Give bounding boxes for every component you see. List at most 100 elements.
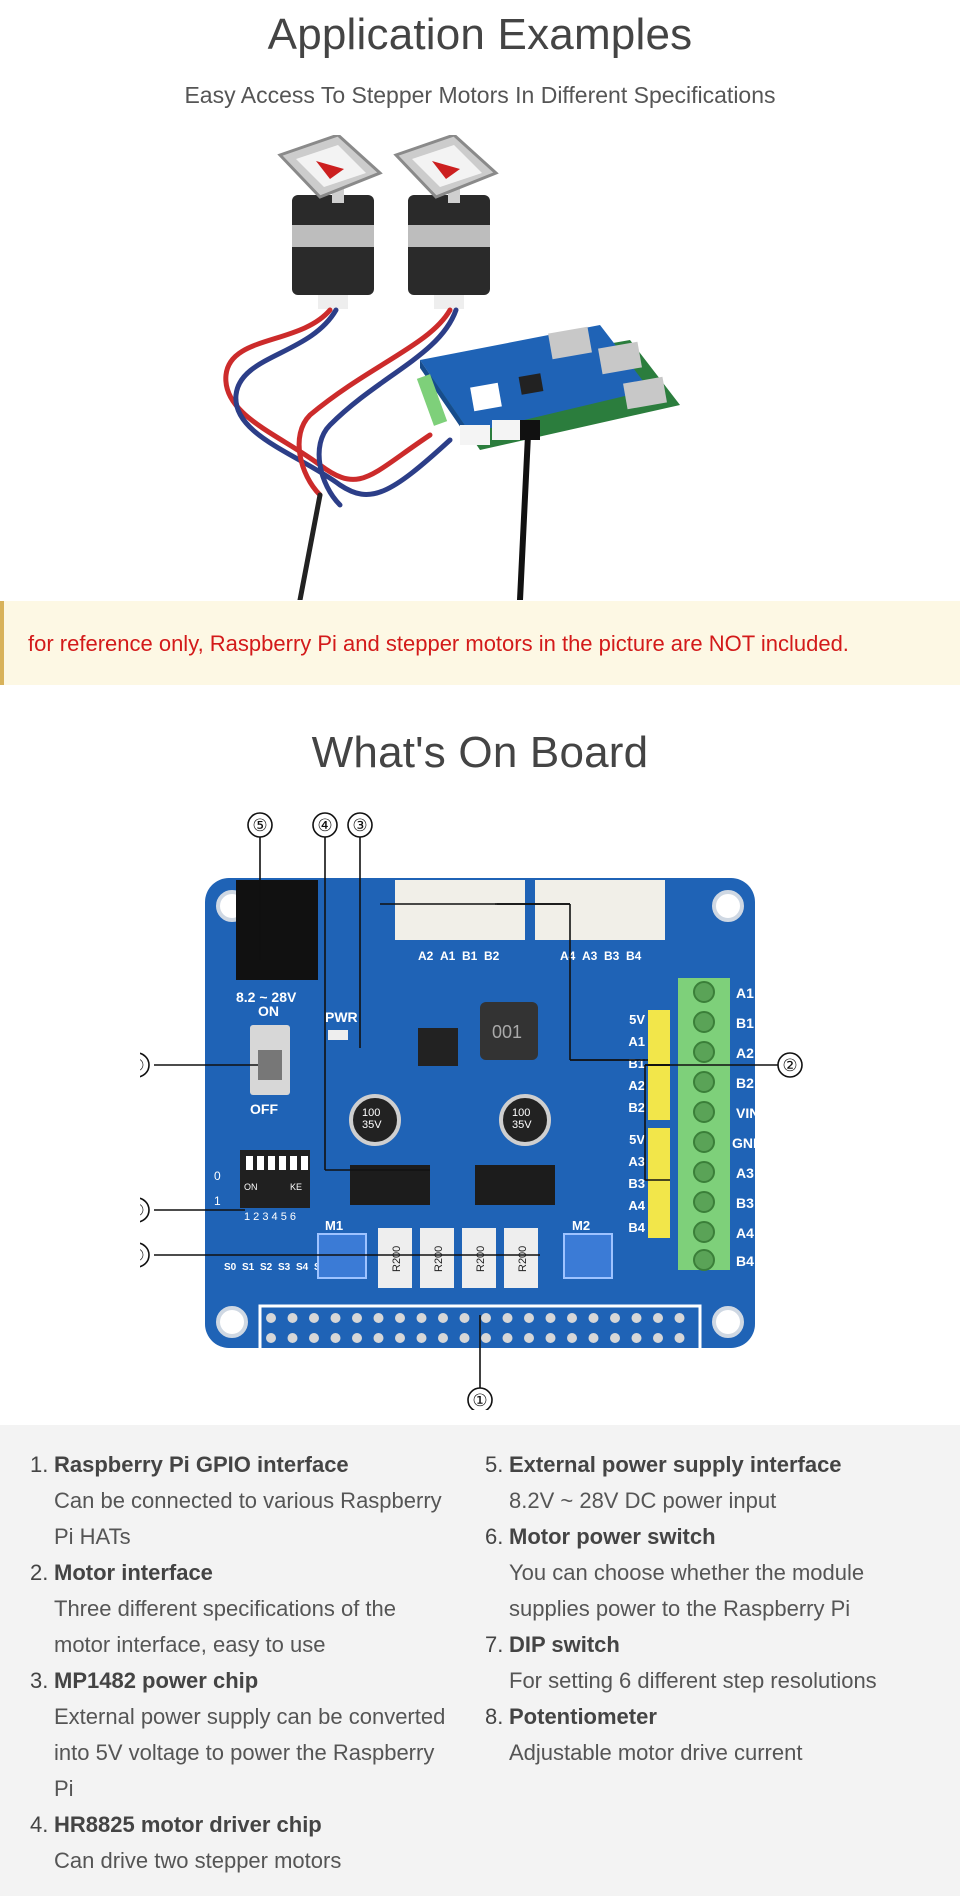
hr8825-chip-left xyxy=(350,1165,430,1205)
m2-label: M2 xyxy=(572,1218,590,1233)
feature-number: 6. xyxy=(485,1524,504,1549)
gpio-pin xyxy=(588,1313,599,1323)
dip-1-label: 1 xyxy=(214,1194,221,1208)
feature-number: 2. xyxy=(30,1560,49,1585)
conn-label: B3 xyxy=(604,949,620,963)
gpio-pin xyxy=(395,1313,405,1323)
stepper-motor-left xyxy=(277,135,383,309)
m1-label: M1 xyxy=(325,1218,343,1233)
terminal-label: B2 xyxy=(736,1075,754,1091)
dip-s-label: S2 xyxy=(260,1262,273,1273)
application-examples-subtitle: Easy Access To Stepper Motors In Differe… xyxy=(184,82,776,108)
callout-3: ③ xyxy=(352,816,367,835)
dip-on-label: ON xyxy=(244,1182,258,1192)
resistor-label: R200 xyxy=(517,1246,529,1272)
gpio-pin xyxy=(266,1313,276,1323)
feature-item: 1. Raspberry Pi GPIO interface Can be co… xyxy=(30,1447,450,1555)
feature-description: Adjustable motor drive current xyxy=(509,1740,803,1765)
gpio-pin xyxy=(524,1333,534,1343)
gpio-pin xyxy=(352,1313,362,1323)
feature-column-left: 1. Raspberry Pi GPIO interface Can be co… xyxy=(30,1447,450,1879)
conn-label: A1 xyxy=(440,949,456,963)
switch-on-label: ON xyxy=(258,1003,279,1019)
whats-on-board-title: What's On Board xyxy=(311,728,649,777)
mp1482-chip xyxy=(418,1028,458,1066)
gpio-pin xyxy=(459,1333,470,1343)
gpio-pin xyxy=(524,1313,534,1323)
feature-name: Motor interface xyxy=(54,1560,213,1585)
application-examples-title: Application Examples xyxy=(267,10,693,59)
header-label: A4 xyxy=(628,1198,645,1213)
gpio-pin xyxy=(653,1313,663,1323)
gpio-pin xyxy=(373,1333,384,1343)
gpio-pin xyxy=(502,1313,513,1323)
terminal-label: B3 xyxy=(736,1195,754,1211)
feature-description: Can drive two stepper motors xyxy=(54,1848,342,1873)
feature-number: 7. xyxy=(485,1632,504,1657)
gpio-pin xyxy=(674,1313,685,1323)
gpio-pin xyxy=(631,1313,642,1323)
resistor-label: R200 xyxy=(433,1246,445,1272)
conn-label: A4 xyxy=(560,949,576,963)
callout-2: ② xyxy=(782,1056,797,1075)
gpio-pin xyxy=(438,1333,448,1343)
feature-item: 7. DIP switch For setting 6 different st… xyxy=(485,1627,905,1699)
potentiometer-m2 xyxy=(563,1233,613,1279)
header-label: B1 xyxy=(628,1056,645,1071)
gpio-pin xyxy=(352,1333,362,1343)
voltage-label: 8.2 ~ 28V xyxy=(236,989,297,1005)
gpio-pin xyxy=(395,1333,405,1343)
gpio-pin xyxy=(588,1333,599,1343)
callout-6: ⑥ xyxy=(140,1056,145,1075)
feature-description: Three different specifications of the mo… xyxy=(54,1596,397,1657)
gpio-pin xyxy=(545,1313,556,1323)
callout-5: ⑤ xyxy=(252,816,267,835)
dip-0-label: 0 xyxy=(214,1169,221,1183)
gpio-pin xyxy=(481,1333,491,1343)
motor-connector-right xyxy=(535,880,665,940)
dip-s-label: S4 xyxy=(296,1262,309,1273)
feature-list: 1. Raspberry Pi GPIO interface Can be co… xyxy=(0,1425,960,1896)
feature-number: 3. xyxy=(30,1668,49,1693)
conn-label: B4 xyxy=(626,949,642,963)
gpio-pin xyxy=(287,1333,298,1343)
conn-label: B2 xyxy=(484,949,500,963)
pin-header-lower xyxy=(648,1128,670,1238)
header-label: B4 xyxy=(628,1220,645,1235)
terminal-label: A2 xyxy=(736,1045,754,1061)
callout-4: ④ xyxy=(317,816,332,835)
reference-notice-text: for reference only, Raspberry Pi and ste… xyxy=(28,631,849,656)
feature-number: 8. xyxy=(485,1704,504,1729)
gpio-pin xyxy=(631,1333,642,1343)
gpio-pin xyxy=(545,1333,556,1343)
resistor-label: R200 xyxy=(475,1246,487,1272)
gpio-pin xyxy=(309,1313,319,1323)
feature-name: External power supply interface xyxy=(509,1452,842,1477)
header-label: B3 xyxy=(628,1176,645,1191)
cap-label: 100 xyxy=(362,1107,380,1119)
conn-label: B1 xyxy=(462,949,478,963)
current-sense-resistors xyxy=(378,1228,538,1288)
feature-item: 3. MP1482 power chip External power supp… xyxy=(30,1663,450,1807)
application-photo xyxy=(223,135,680,600)
cap-label: 35V xyxy=(362,1119,382,1131)
raspberry-pi-with-hat xyxy=(416,325,680,450)
gpio-pin xyxy=(610,1313,620,1323)
gpio-pin xyxy=(481,1313,491,1323)
conn-label: A2 xyxy=(418,949,434,963)
dip-s-label: S1 xyxy=(242,1262,255,1273)
terminal-label: VIN xyxy=(736,1105,759,1121)
gpio-pin xyxy=(653,1333,663,1343)
gpio-pin xyxy=(674,1333,685,1343)
switch-off-label: OFF xyxy=(250,1101,278,1117)
capacitor-right: 100 35V xyxy=(499,1094,551,1146)
gpio-pin xyxy=(373,1313,384,1323)
header-label: A2 xyxy=(628,1078,645,1093)
potentiometer-m1 xyxy=(317,1233,367,1279)
gpio-pin xyxy=(266,1333,276,1343)
stepper-motor-right xyxy=(393,135,499,309)
conn-label: A3 xyxy=(582,949,598,963)
feature-item: 6. Motor power switch You can choose whe… xyxy=(485,1519,905,1627)
header-label: A3 xyxy=(628,1154,645,1169)
board-pcb xyxy=(205,878,755,1348)
